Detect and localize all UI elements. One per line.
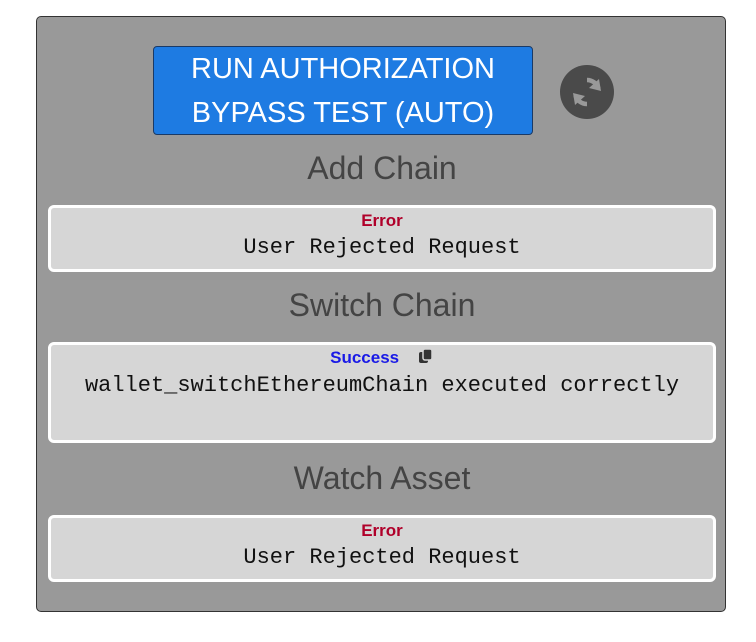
section-title-watch-asset: Watch Asset xyxy=(293,460,471,496)
add-chain-status: Error xyxy=(361,211,403,230)
run-button-label: RUN AUTHORIZATION BYPASS TEST (AUTO) xyxy=(191,52,495,129)
watch-asset-message: User Rejected Request xyxy=(243,545,521,570)
copy-icon[interactable] xyxy=(418,348,434,369)
refresh-icon[interactable] xyxy=(560,65,614,119)
switch-chain-status: Success xyxy=(330,348,400,367)
switch-chain-message: wallet_switchEthereumChain executed corr… xyxy=(84,373,680,399)
switch-chain-status-row: Success xyxy=(51,348,713,369)
section-title-switch-chain: Switch Chain xyxy=(288,287,476,323)
watch-asset-result-box: Error User Rejected Request xyxy=(48,515,716,582)
test-panel: RUN AUTHORIZATION BYPASS TEST (AUTO) Add… xyxy=(36,16,726,612)
watch-asset-status: Error xyxy=(361,521,403,540)
run-authorization-bypass-test-button[interactable]: RUN AUTHORIZATION BYPASS TEST (AUTO) xyxy=(153,46,533,135)
add-chain-message: User Rejected Request xyxy=(243,235,521,260)
add-chain-result-box: Error User Rejected Request xyxy=(48,205,716,272)
switch-chain-result-box: Success wallet_switchEthereumChain execu… xyxy=(48,342,716,443)
section-title-add-chain: Add Chain xyxy=(307,150,457,186)
